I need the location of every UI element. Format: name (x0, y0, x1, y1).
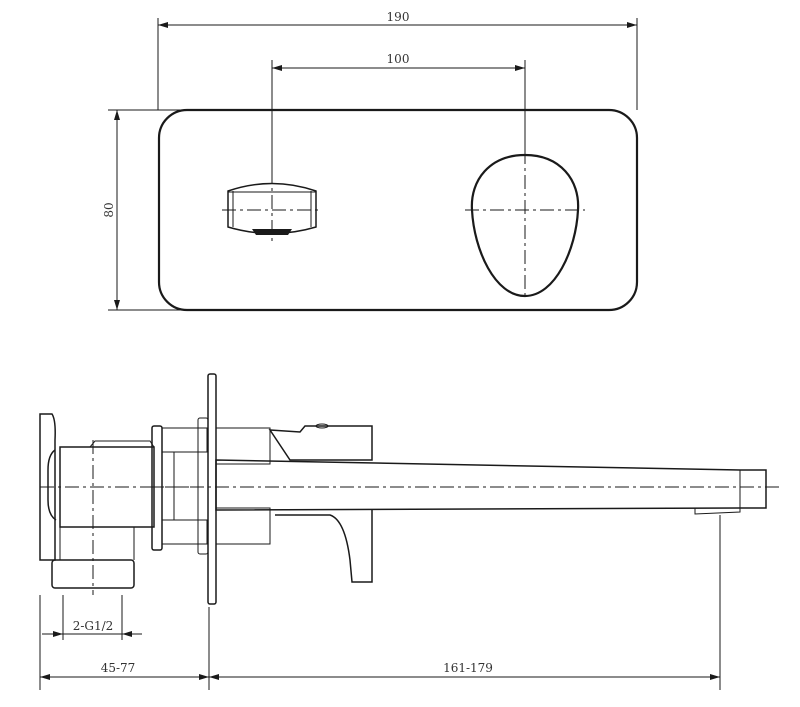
wall-plate (157, 108, 639, 312)
dimension-45-77: 45-77 (39, 595, 210, 690)
dimension-80: 80 (102, 109, 185, 311)
dim-label-100: 100 (387, 52, 410, 66)
spout (215, 459, 767, 511)
front-view: 190 100 80 (102, 10, 639, 312)
outlet-icon (222, 170, 322, 244)
dim-label-thread: 2-G1/2 (73, 619, 114, 633)
lever-curve (275, 510, 373, 583)
dimension-100: 100 (271, 52, 526, 180)
dimension-thread: 2-G1/2 (42, 595, 142, 640)
dim-label-190: 190 (387, 10, 410, 24)
lever (268, 425, 373, 461)
dim-label-45-77: 45-77 (101, 661, 136, 675)
dim-label-161-179: 161-179 (443, 661, 493, 675)
dim-label-80: 80 (102, 202, 116, 217)
handle-icon (465, 150, 585, 300)
side-view (39, 373, 780, 605)
dimension-190: 190 (157, 10, 638, 110)
dimension-161-179: 161-179 (209, 515, 721, 690)
side-wall-plate (207, 373, 217, 605)
